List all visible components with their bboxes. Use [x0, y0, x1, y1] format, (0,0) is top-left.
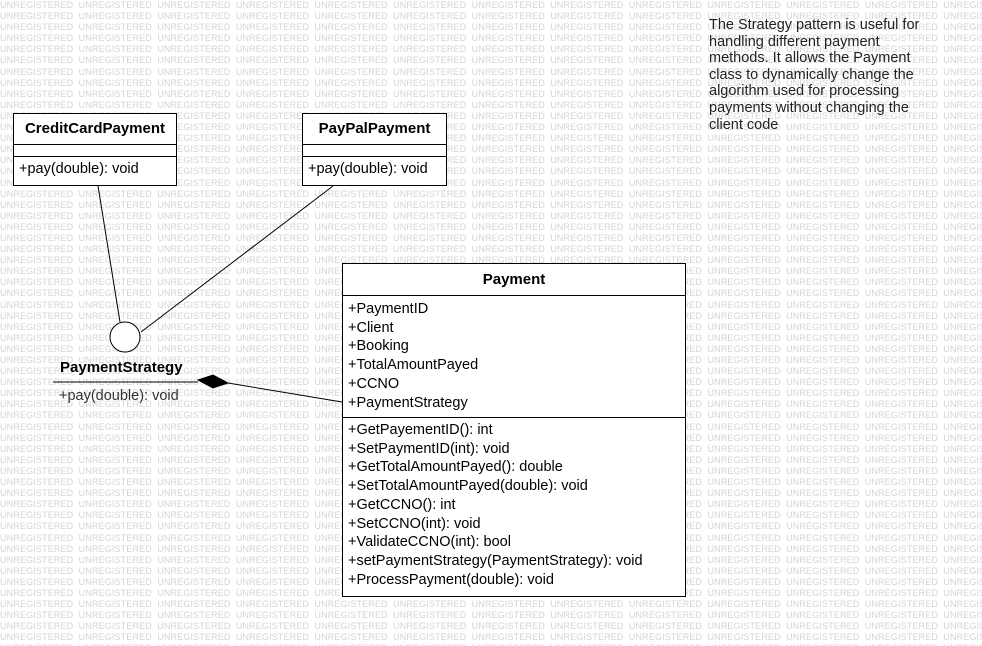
operation: +SetTotalAmountPayed(double): void	[348, 478, 588, 495]
attribute: +Client	[348, 319, 394, 336]
operations-compartment: +pay(double): void	[303, 157, 446, 179]
operation: +GetCCNO(): int	[348, 496, 456, 513]
class-payment[interactable]: Payment +PaymentID +Client +Booking +Tot…	[342, 263, 686, 597]
realization-line-creditcard[interactable]	[97, 185, 121, 323]
composition-line[interactable]	[227, 382, 343, 403]
attribute: +TotalAmountPayed	[348, 357, 479, 374]
operation: +pay(double): void	[308, 161, 428, 177]
operation: +setPaymentStrategy(PaymentStrategy): vo…	[348, 552, 643, 569]
interface-lollipop-circle[interactable]	[109, 321, 141, 353]
composition-diamond	[196, 374, 230, 389]
attribute: +PaymentStrategy	[348, 394, 468, 411]
operation: +SetPaymentID(int): void	[348, 440, 510, 457]
attributes-compartment	[14, 145, 176, 157]
class-name: PayPalPayment	[303, 114, 446, 145]
class-creditcardpayment[interactable]: CreditCardPayment +pay(double): void	[13, 113, 177, 186]
operation: +GetPayementID(): int	[348, 422, 493, 438]
operations-compartment: +GetPayementID(): int +SetPaymentID(int)…	[343, 418, 685, 589]
operations-compartment: +pay(double): void	[14, 157, 176, 179]
class-name: Payment	[343, 264, 685, 296]
attribute: +CCNO	[348, 375, 400, 392]
realization-line-paypal[interactable]	[140, 185, 334, 333]
attributes-compartment: +PaymentID +Client +Booking +TotalAmount…	[343, 296, 685, 418]
interface-paymentstrategy-name[interactable]: PaymentStrategy	[60, 359, 183, 376]
operation: +ValidateCCNO(int): bool	[348, 534, 511, 551]
attribute: +Booking	[348, 338, 409, 355]
interface-operation: +pay(double): void	[59, 388, 179, 404]
class-name: CreditCardPayment	[14, 114, 176, 145]
class-paypalpayment[interactable]: PayPalPayment +pay(double): void	[302, 113, 447, 186]
attribute: +PaymentID	[348, 301, 429, 317]
operation: +pay(double): void	[19, 161, 139, 177]
operation: +ProcessPayment(double): void	[348, 571, 554, 588]
attributes-compartment	[303, 145, 446, 157]
design-note[interactable]: The Strategy pattern is useful for handl…	[709, 17, 920, 133]
operation: +SetCCNO(int): void	[348, 515, 481, 532]
operation: +GetTotalAmountPayed(): double	[348, 459, 563, 476]
